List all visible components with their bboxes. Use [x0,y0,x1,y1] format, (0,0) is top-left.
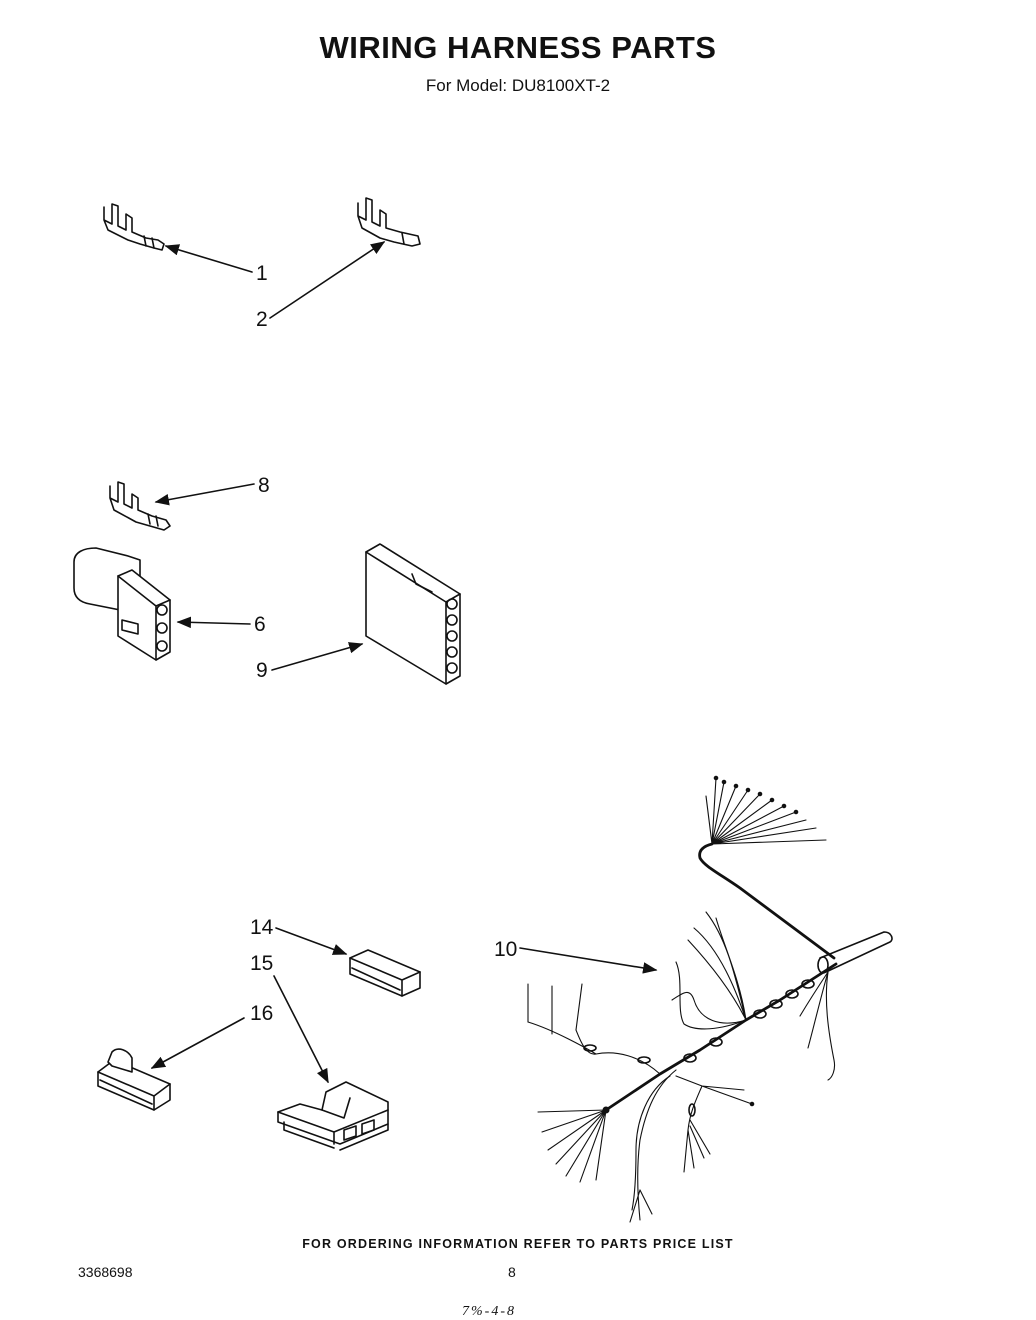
part-15-connector [277,1081,389,1151]
page-title: WIRING HARNESS PARTS [319,30,717,65]
callout-6: 6 [254,613,266,636]
document-number: 3368698 [78,1264,133,1280]
part-8-terminal [109,481,171,531]
part-6-connector [73,547,171,661]
leader-lines [150,241,658,1084]
part-9-connector [365,543,461,685]
callout-16: 16 [250,1002,273,1025]
part-14-plug [349,949,421,997]
date-stamp: 7%-4-8 [462,1304,516,1319]
part-16-plug [97,1048,171,1111]
callout-9: 9 [256,659,268,682]
part-1-terminal [103,203,165,251]
part-10-wiring-harness [527,775,893,1223]
part-2-terminal [357,197,421,247]
page-number: 8 [508,1264,516,1280]
callout-2: 2 [256,308,268,331]
callout-14: 14 [250,916,274,939]
callout-15: 15 [250,952,273,975]
callout-8: 8 [258,474,270,497]
ordering-note: FOR ORDERING INFORMATION REFER TO PARTS … [302,1237,734,1251]
model-subtitle: For Model: DU8100XT-2 [425,76,611,95]
callout-10: 10 [494,938,517,961]
callout-1: 1 [256,262,268,285]
